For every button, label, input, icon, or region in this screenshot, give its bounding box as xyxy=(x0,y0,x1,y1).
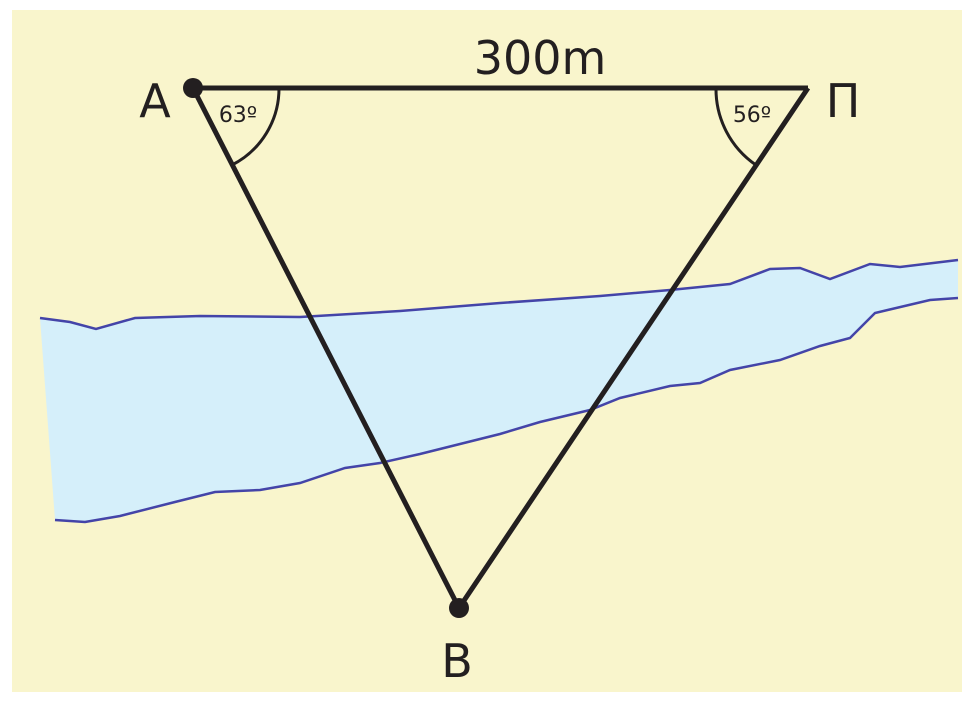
point-p-label: Π xyxy=(826,74,861,128)
river xyxy=(39,258,959,524)
point-b-label: B xyxy=(441,634,473,688)
point-a-label: A xyxy=(139,74,171,128)
point-a-dot xyxy=(183,78,203,98)
side-a-b xyxy=(190,86,462,610)
river-bank-lower xyxy=(54,296,959,524)
side-p-b xyxy=(456,86,811,610)
point-b-dot xyxy=(449,598,469,618)
triangle xyxy=(190,85,811,610)
angle-arc-a xyxy=(231,87,281,167)
angle-p-label: 56º xyxy=(733,103,771,128)
river-bank-upper xyxy=(39,258,959,331)
river-water xyxy=(40,260,958,522)
angle-a-label: 63º xyxy=(219,103,257,128)
distance-label: 300m xyxy=(474,31,607,85)
angle-arc-p xyxy=(714,87,757,167)
